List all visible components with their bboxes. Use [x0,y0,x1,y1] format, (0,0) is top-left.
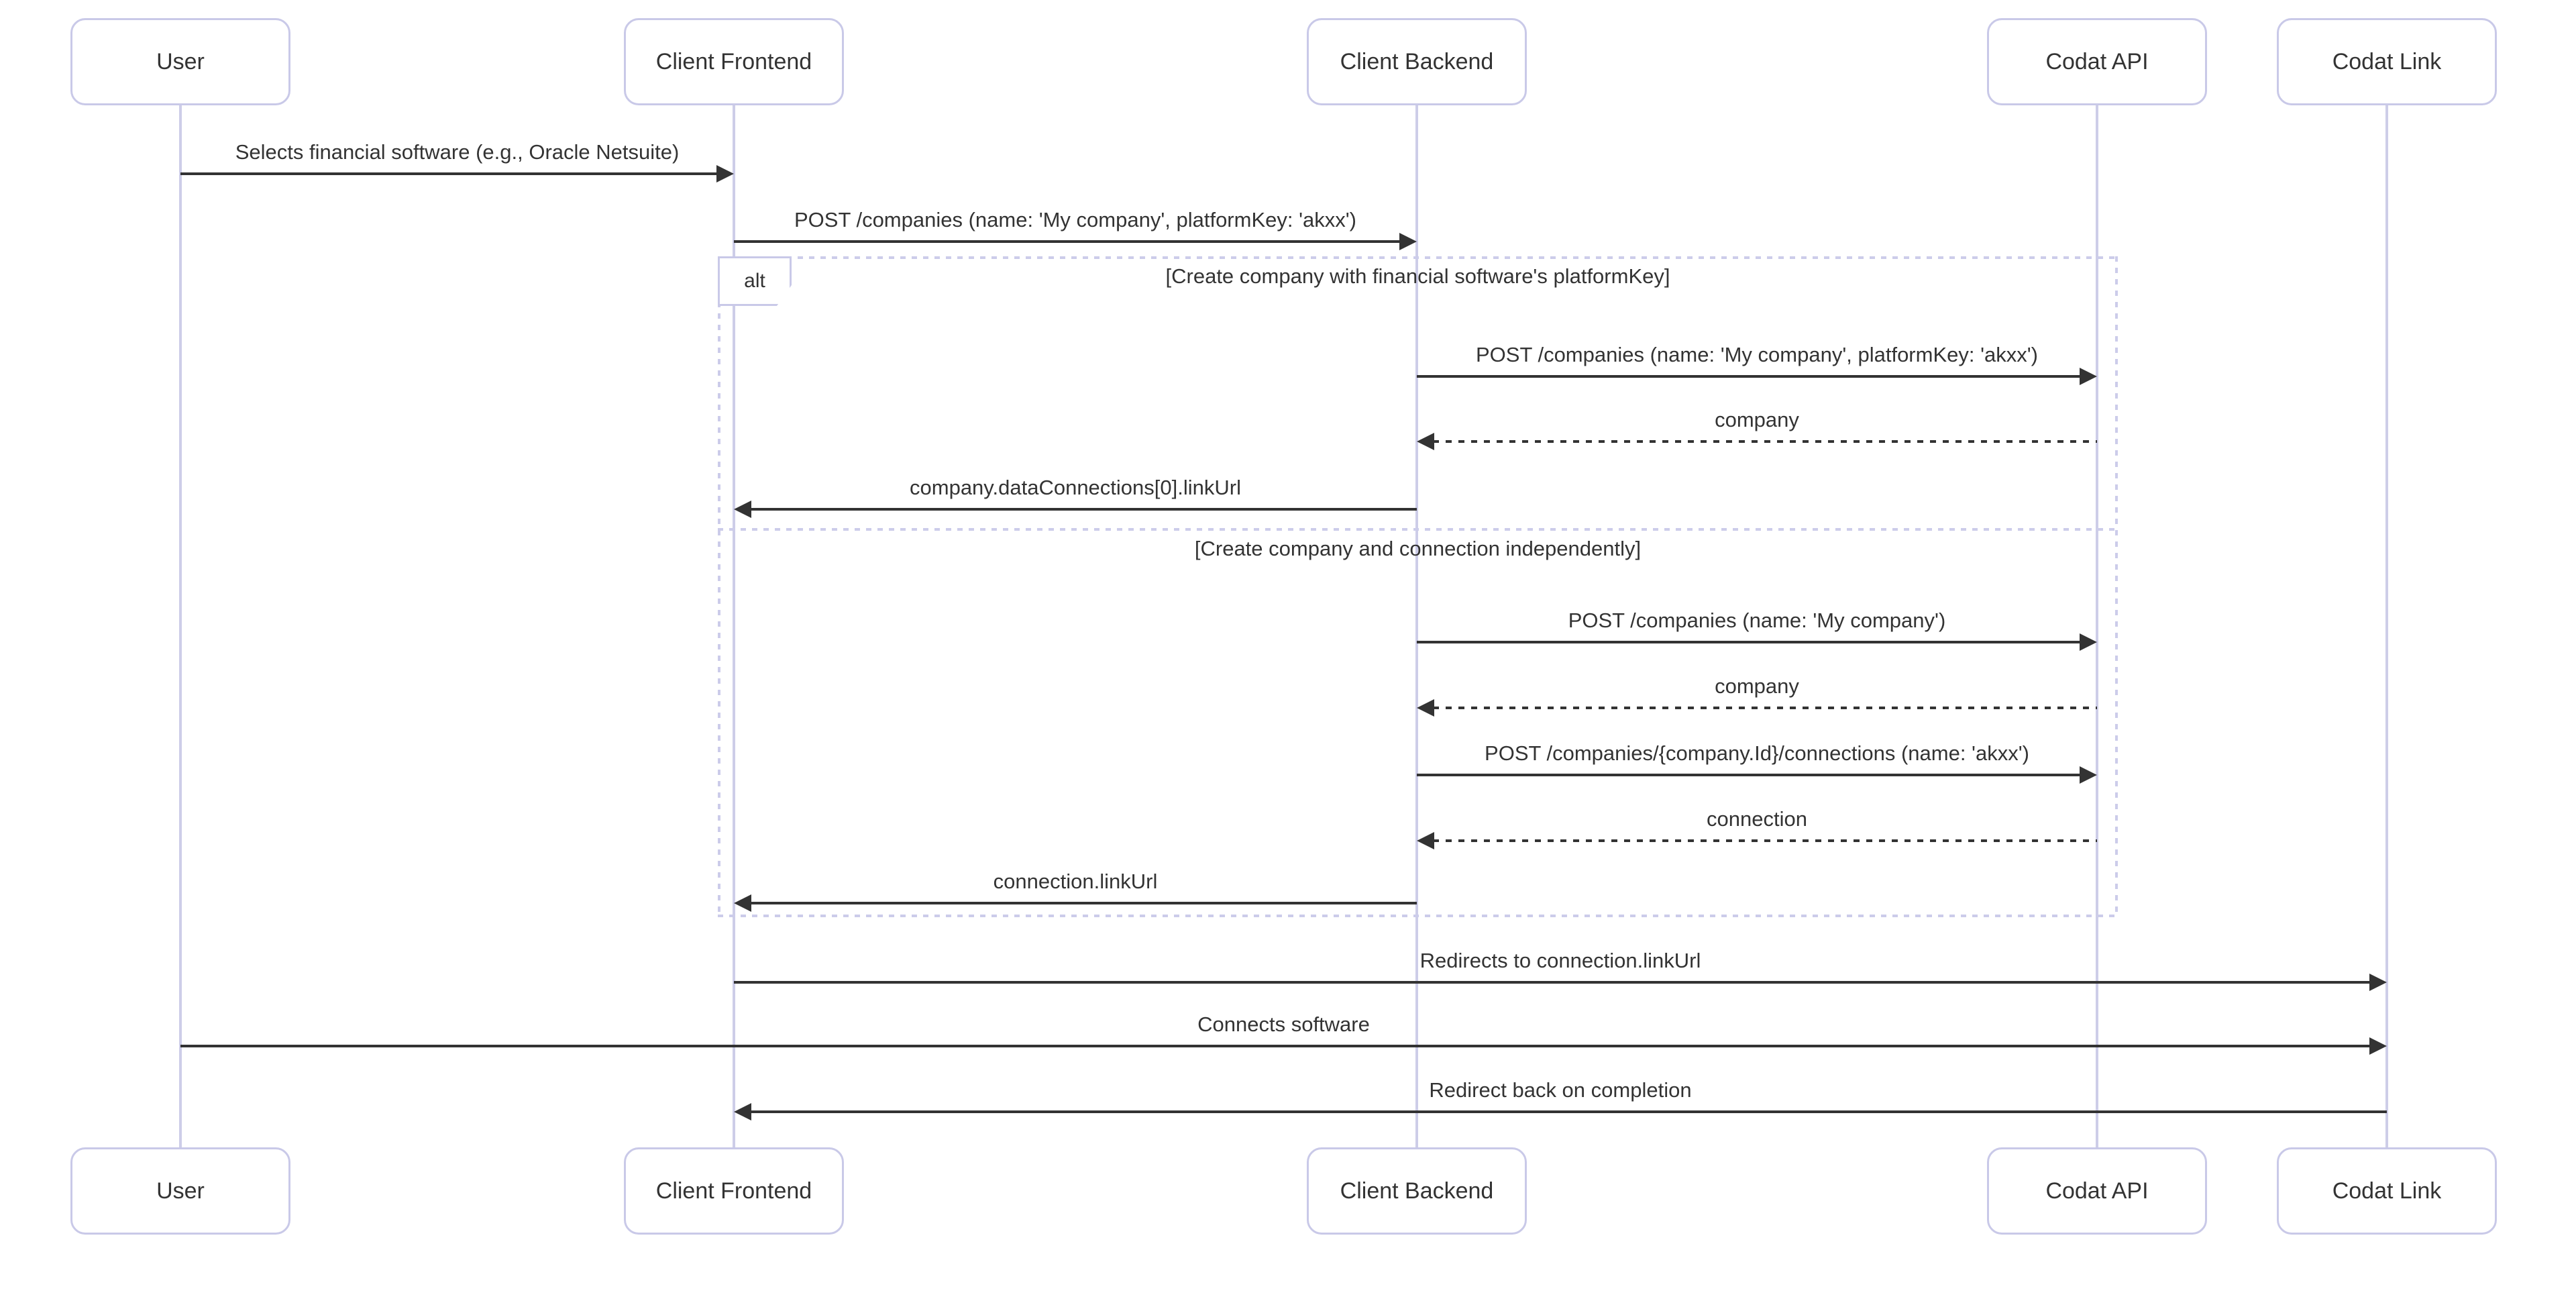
message-post-companies-platformkey-backend: POST /companies (name: 'My company', pla… [1417,339,2097,385]
actor-label: Client Backend [1340,48,1494,74]
arrowhead-icon [2080,633,2097,651]
message-label: Redirects to connection.linkUrl [1419,949,1701,972]
message-selects-software: Selects financial software (e.g., Oracle… [180,136,734,183]
actor-client-backend-top: Client Backend [1307,18,1527,105]
message-line [750,902,1417,904]
message-label: connection [1707,807,1807,831]
actor-label: Codat Link [2332,1178,2442,1204]
message-label: company [1715,674,1799,698]
message-line [750,508,1417,511]
message-label: Connects software [1197,1012,1370,1036]
alt-label-text: alt [744,270,765,292]
message-label: Redirect back on completion [1429,1078,1692,1102]
arrowhead-icon [2080,368,2097,385]
message-post-connections: POST /companies/{company.Id}/connections… [1417,737,2097,784]
message-line [734,981,2371,984]
alt-frame-border-right [2115,256,2118,917]
lifeline-client-frontend [733,105,735,1147]
arrowhead-icon [2369,974,2387,991]
actor-label: User [156,48,205,74]
alt-else-divider [718,528,2118,531]
alt-condition-2: [Create company and connection independe… [1194,537,1642,560]
message-label: company.dataConnections[0].linkUrl [910,476,1241,499]
message-line [734,240,1401,243]
message-dataconnections-linkurl: company.dataConnections[0].linkUrl [734,472,1417,518]
message-label: connection.linkUrl [993,870,1158,893]
actor-label: Client Backend [1340,1178,1494,1204]
alt-label: alt [718,256,792,306]
message-label: Selects financial software (e.g., Oracle… [235,140,680,164]
message-line [1433,839,2097,842]
message-redirects-to-linkurl: Redirects to connection.linkUrl [734,945,2387,991]
message-line [1417,774,2081,776]
message-line [180,172,718,175]
message-connection-linkurl: connection.linkUrl [734,866,1417,912]
arrowhead-icon [1417,433,1434,450]
message-post-companies-name-only: POST /companies (name: 'My company') [1417,605,2097,651]
message-line [180,1045,2371,1047]
alt-condition-1: [Create company with financial software'… [1165,264,1670,288]
actor-user-bottom: User [70,1147,290,1235]
actor-label: User [156,1178,205,1204]
message-company-reply-2: company [1417,670,2097,717]
arrowhead-icon [2369,1037,2387,1055]
message-line [1417,641,2081,643]
alt-frame-border-bottom [718,915,2118,917]
actor-label: Codat Link [2332,48,2442,74]
actor-label: Codat API [2045,48,2149,74]
message-line [1433,440,2097,443]
actor-label: Client Frontend [655,48,812,74]
actor-client-backend-bottom: Client Backend [1307,1147,1527,1235]
message-connection-reply: connection [1417,803,2097,849]
message-connects-software: Connects software [180,1008,2387,1055]
message-label: POST /companies/{company.Id}/connections… [1485,741,2029,765]
arrowhead-icon [734,501,751,518]
actor-codat-api-bottom: Codat API [1987,1147,2207,1235]
actor-codat-link-bottom: Codat Link [2277,1147,2497,1235]
lifeline-codat-api [2096,105,2098,1147]
lifeline-user [179,105,182,1147]
actor-codat-api-top: Codat API [1987,18,2207,105]
arrowhead-icon [1417,832,1434,849]
actor-label: Codat API [2045,1178,2149,1204]
alt-frame-border-left [718,256,720,917]
message-line [750,1110,2387,1113]
actor-codat-link-top: Codat Link [2277,18,2497,105]
message-company-reply-1: company [1417,404,2097,450]
lifeline-codat-link [2385,105,2388,1147]
message-redirect-back: Redirect back on completion [734,1074,2387,1121]
arrowhead-icon [734,1103,751,1121]
arrowhead-icon [716,165,734,183]
arrowhead-icon [2080,766,2097,784]
message-line [1433,707,2097,709]
message-label: POST /companies (name: 'My company', pla… [1476,343,2038,366]
arrowhead-icon [1399,233,1417,250]
message-post-companies-platformkey-frontend: POST /companies (name: 'My company', pla… [734,204,1417,250]
lifeline-client-backend [1415,105,1418,1147]
message-line [1417,375,2081,378]
actor-client-frontend-bottom: Client Frontend [624,1147,844,1235]
alt-frame-border-top [718,256,2118,259]
arrowhead-icon [1417,699,1434,717]
arrowhead-icon [734,894,751,912]
actor-user-top: User [70,18,290,105]
message-label: POST /companies (name: 'My company') [1568,609,1946,632]
actor-label: Client Frontend [655,1178,812,1204]
message-label: company [1715,408,1799,431]
message-label: POST /companies (name: 'My company', pla… [794,208,1356,231]
actor-client-frontend-top: Client Frontend [624,18,844,105]
